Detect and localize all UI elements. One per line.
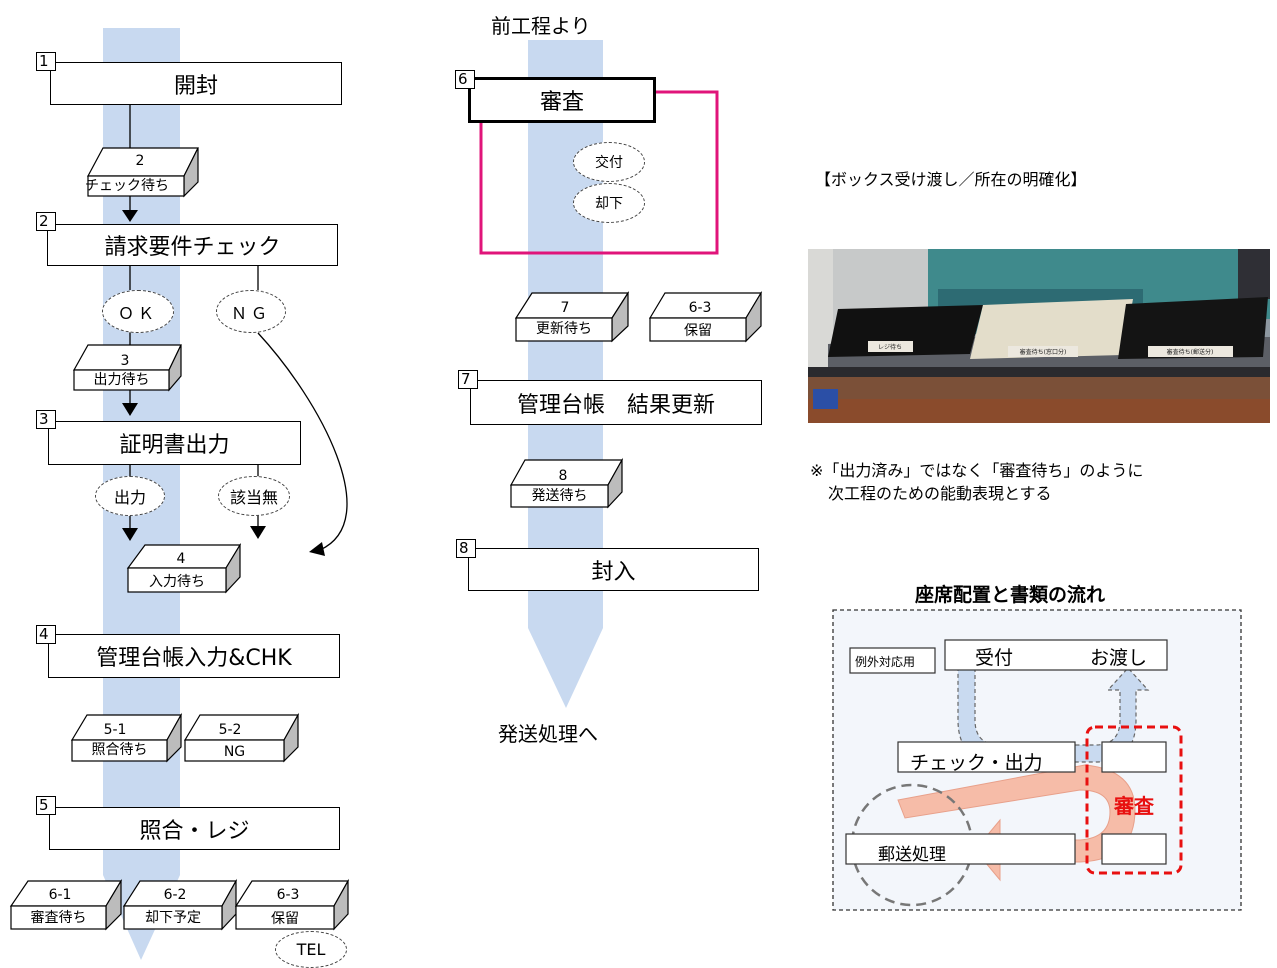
reception-label: 受付 bbox=[975, 647, 1014, 669]
tray-number: 3 bbox=[120, 353, 130, 369]
tray-label: NG bbox=[223, 744, 246, 760]
step-label: 照合・レジ bbox=[49, 807, 340, 850]
tray-number: 5-2 bbox=[218, 722, 242, 738]
mail-processing-label: 郵送処理 bbox=[878, 845, 946, 865]
connectors bbox=[129, 104, 348, 551]
handover-label: お渡し bbox=[1090, 647, 1148, 669]
step-number: 7 bbox=[458, 370, 478, 389]
review-label: 審査 bbox=[1114, 794, 1154, 818]
photo-tray-label: 審査待ち(郵送分) bbox=[1167, 348, 1214, 356]
seat-layout-diagram bbox=[832, 609, 1242, 911]
box-handover-heading: 【ボックス受け渡し／所在の明確化】 bbox=[815, 170, 1087, 189]
tray-number: 6-3 bbox=[276, 887, 300, 903]
photo-tray-label: 審査待ち(窓口分) bbox=[1020, 348, 1067, 356]
tray-label: 発送待ち bbox=[531, 488, 588, 504]
issue-branch: 交付 bbox=[573, 142, 645, 182]
tray-number: 8 bbox=[558, 468, 568, 484]
arrowheads bbox=[122, 210, 325, 556]
step-label: 開封 bbox=[50, 62, 342, 105]
output-branch: 出力 bbox=[95, 476, 165, 516]
tray-photo: レジ待ち 審査待ち(窓口分) 審査待ち(郵送分) bbox=[808, 249, 1270, 423]
step-number: 2 bbox=[36, 212, 56, 231]
middle-flow-band bbox=[528, 40, 603, 708]
tray-label: 出力待ち bbox=[93, 372, 150, 388]
to-shipping: 発送処理へ bbox=[498, 722, 598, 746]
tray-number: 6-2 bbox=[163, 887, 187, 903]
tray-label: 入力待ち bbox=[149, 574, 205, 590]
tray-number: 6-1 bbox=[48, 887, 72, 903]
tray-label: 保留 bbox=[684, 323, 712, 339]
step-number: 8 bbox=[456, 539, 476, 558]
check-output-label: チェック・出力 bbox=[910, 752, 1043, 774]
exception-label: 例外対応用 bbox=[855, 655, 916, 669]
tray-number: 5-1 bbox=[103, 722, 127, 738]
tray-label: 却下予定 bbox=[145, 910, 201, 926]
tray-number: 7 bbox=[560, 300, 570, 316]
ng-branch: ＮＧ bbox=[216, 290, 286, 333]
tel-bubble: TEL bbox=[275, 931, 347, 968]
tray-label: チェック待ち bbox=[85, 178, 169, 194]
tray-label: 審査待ち bbox=[30, 910, 87, 926]
step-label: 管理台帳入力&CHK bbox=[48, 634, 340, 678]
step-number: 4 bbox=[36, 625, 56, 644]
photo-tray-label: レジ待ち bbox=[878, 343, 902, 351]
tray-number: 4 bbox=[176, 551, 186, 567]
note-line: 次工程のための能動表現とする bbox=[828, 484, 1052, 503]
tray-label: 更新待ち bbox=[536, 321, 592, 337]
step-number: 6 bbox=[455, 70, 475, 89]
ok-branch: ＯＫ bbox=[102, 290, 174, 333]
step-label: 封入 bbox=[468, 548, 759, 591]
step-number: 5 bbox=[36, 796, 56, 815]
step-label: 審査 bbox=[468, 77, 656, 123]
step-label: 管理台帳 結果更新 bbox=[470, 380, 762, 425]
tray-number: 2 bbox=[135, 153, 145, 169]
tray-label: 照合待ち bbox=[91, 742, 148, 758]
step-number: 1 bbox=[36, 52, 56, 71]
reject-branch: 却下 bbox=[573, 183, 645, 223]
tray-number: 6-3 bbox=[688, 300, 712, 316]
tray-label: 保留 bbox=[271, 911, 299, 927]
step-label: 証明書出力 bbox=[48, 421, 301, 465]
from-previous-step: 前工程より bbox=[491, 14, 591, 38]
step-label: 請求要件チェック bbox=[47, 224, 338, 266]
none-branch: 該当無 bbox=[218, 476, 290, 516]
tray-boxes bbox=[9, 147, 763, 931]
step-number: 3 bbox=[36, 410, 56, 429]
seat-layout-title: 座席配置と書類の流れ bbox=[915, 584, 1106, 606]
note-line: ※「出力済み」ではなく「審査待ち」のように bbox=[810, 461, 1144, 480]
